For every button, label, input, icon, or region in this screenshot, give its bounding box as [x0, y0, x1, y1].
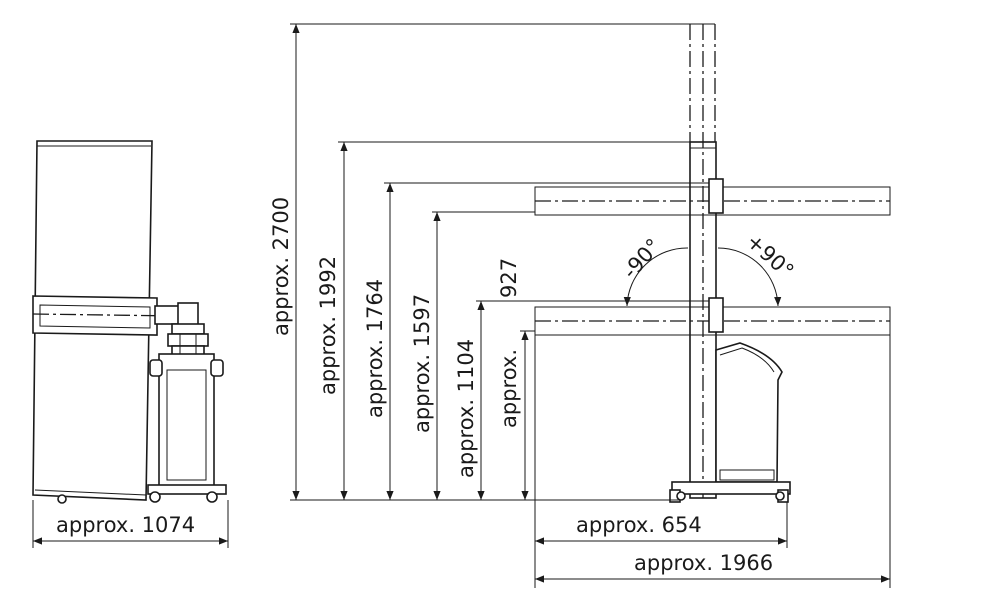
angle-left-label: -90°: [618, 234, 666, 283]
dim-height-1104: approx. 1104: [454, 339, 478, 478]
dim-height-1764: approx. 1764: [363, 279, 387, 418]
dim-height-927-prefix: approx.: [497, 349, 521, 428]
dim-height-1992: approx. 1992: [316, 256, 340, 395]
side-view-machine: [32, 140, 227, 504]
dim-width-1074: approx. 1074: [56, 513, 195, 537]
horizontal-dimensions: approx. 1074 approx. 654 approx. 1966: [33, 513, 890, 583]
angle-right-label: +90°: [742, 229, 799, 284]
dim-height-2700: approx. 2700: [269, 197, 293, 336]
dim-height-927-value: 927: [497, 258, 521, 298]
dim-height-1597: approx. 1597: [410, 294, 434, 433]
vertical-dimensions: approx. 2700 approx. 1992 approx. 1764 a…: [269, 24, 529, 500]
dim-width-654: approx. 654: [576, 513, 702, 537]
front-view-machine: [534, 23, 891, 503]
dim-width-1966: approx. 1966: [634, 551, 773, 575]
